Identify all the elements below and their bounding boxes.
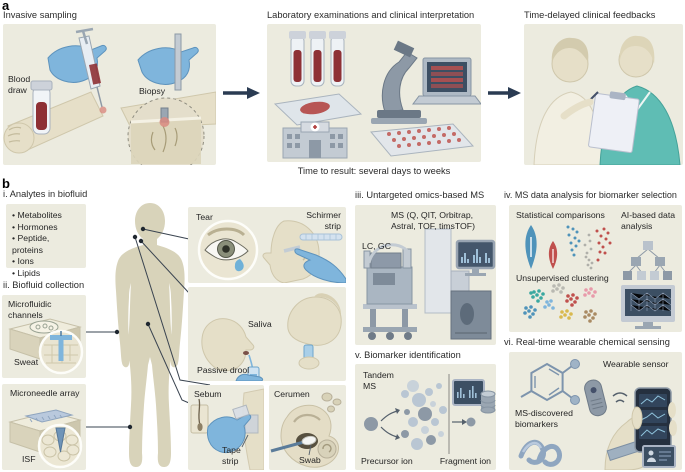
time-to-result-caption: Time to result: several days to weeks bbox=[297, 166, 451, 176]
feedback-illustration bbox=[533, 35, 681, 165]
data-analysis-box: Statistical comparisons AI-based data an… bbox=[509, 205, 682, 332]
microneedle-label: Microneedle array bbox=[10, 388, 80, 398]
cerumen-box: Cerumen Swab bbox=[269, 385, 346, 470]
blood-draw-label: Blood draw bbox=[8, 74, 31, 95]
ms-biomarkers-label: MS-discovered biomarkers bbox=[515, 408, 573, 429]
biopsy-label: Biopsy bbox=[139, 86, 166, 96]
panel-a-label: a bbox=[2, 0, 10, 13]
wearable-title: vi. Real-time wearable chemical sensing bbox=[504, 337, 670, 347]
tandem-ms-label: Tandem MS bbox=[363, 370, 394, 391]
lab-exam-box bbox=[267, 24, 481, 162]
analyte-list: Metabolites Hormones Peptide, proteins I… bbox=[6, 204, 86, 284]
microneedle-box: Microneedle array ISF bbox=[2, 384, 86, 470]
wearable-sensor-label: Wearable sensor bbox=[603, 359, 669, 369]
analyte-item: Ions bbox=[12, 256, 82, 268]
analyte-item: Hormones bbox=[12, 222, 82, 234]
microfluidic-label: Microfluidic channels bbox=[8, 299, 52, 320]
unsupervised-clustering-label: Unsupervised clustering bbox=[516, 273, 609, 283]
tear-illustration bbox=[197, 219, 346, 283]
swab-label: Swab bbox=[299, 455, 321, 465]
saliva-label: Saliva bbox=[248, 319, 272, 329]
invasive-sampling-box: Blood draw Biopsy bbox=[3, 24, 216, 165]
fragment-ion-label: Fragment ion bbox=[439, 456, 491, 466]
collection-title: ii. Biofluid collection bbox=[3, 280, 85, 290]
feedback-box bbox=[524, 24, 683, 165]
untargeted-ms-title: iii. Untargeted omics-based MS bbox=[355, 190, 485, 200]
microfluidic-box: Microfluidic channels Sweat bbox=[2, 295, 86, 378]
tape-strip-label: Tape strip bbox=[222, 445, 241, 466]
biomarker-id-box: Tandem MS Precursor ion Fragment ion bbox=[355, 364, 496, 470]
invasive-sampling-title: Invasive sampling bbox=[3, 10, 77, 20]
ai-analysis-label: AI-based data analysis bbox=[621, 210, 676, 231]
panel-b-label: b bbox=[2, 176, 10, 191]
lab-exam-title: Laboratory examinations and clinical int… bbox=[267, 10, 475, 20]
tear-label: Tear bbox=[196, 212, 213, 222]
saliva-illustration bbox=[201, 293, 342, 381]
statistics-illustration bbox=[523, 225, 675, 329]
statistical-comparisons-label: Statistical comparisons bbox=[516, 210, 605, 220]
passive-drool-label: Passive drool bbox=[197, 365, 250, 375]
sweat-label: Sweat bbox=[14, 357, 39, 367]
wearable-illustration bbox=[518, 359, 677, 470]
microneedle-illustration bbox=[8, 409, 83, 469]
analyte-item: Peptide, proteins bbox=[12, 233, 82, 256]
analytes-box: Metabolites Hormones Peptide, proteins I… bbox=[6, 204, 86, 278]
sebum-label: Sebum bbox=[194, 389, 222, 399]
lc-gc-label: LC, GC bbox=[362, 241, 391, 251]
sebum-box: Sebum Tape strip bbox=[188, 385, 264, 470]
body-silhouette bbox=[86, 203, 211, 467]
analytes-title: i. Analytes in biofluid bbox=[3, 189, 88, 199]
ms-instruments-illustration bbox=[363, 228, 496, 340]
untargeted-ms-box: MS (Q, QIT, Orbitrap, Astral, TOF, timsT… bbox=[355, 205, 496, 345]
analyte-item: Metabolites bbox=[12, 210, 82, 222]
sebum-illustration bbox=[190, 388, 264, 470]
microfluidic-illustration bbox=[8, 318, 84, 375]
tear-box: Tear Schirmer strip bbox=[188, 207, 346, 283]
wearable-box: MS-discovered biomarkers Wearable sensor bbox=[509, 352, 682, 470]
arrow-right-icon bbox=[488, 87, 521, 99]
feedback-title: Time-delayed clinical feedbacks bbox=[524, 10, 656, 20]
cerumen-illustration bbox=[270, 392, 342, 468]
data-analysis-title: iv. MS data analysis for biomarker selec… bbox=[504, 190, 677, 200]
ms-instruments-label: MS (Q, QIT, Orbitrap, Astral, TOF, timsT… bbox=[391, 210, 475, 231]
arrow-right-icon bbox=[223, 87, 260, 99]
isf-label: ISF bbox=[22, 454, 36, 464]
schirmer-strip-label: Schirmer strip bbox=[306, 210, 341, 231]
saliva-box: Saliva Passive drool bbox=[188, 287, 346, 381]
tandem-ms-illustration bbox=[364, 374, 496, 454]
biomarker-id-title: v. Biomarker identification bbox=[355, 350, 461, 360]
invasive-sampling-illustration bbox=[3, 27, 216, 165]
cerumen-label: Cerumen bbox=[274, 389, 310, 399]
lab-exam-illustration bbox=[273, 31, 481, 159]
analyte-item: Lipids bbox=[12, 268, 82, 280]
precursor-ion-label: Precursor ion bbox=[361, 456, 413, 466]
